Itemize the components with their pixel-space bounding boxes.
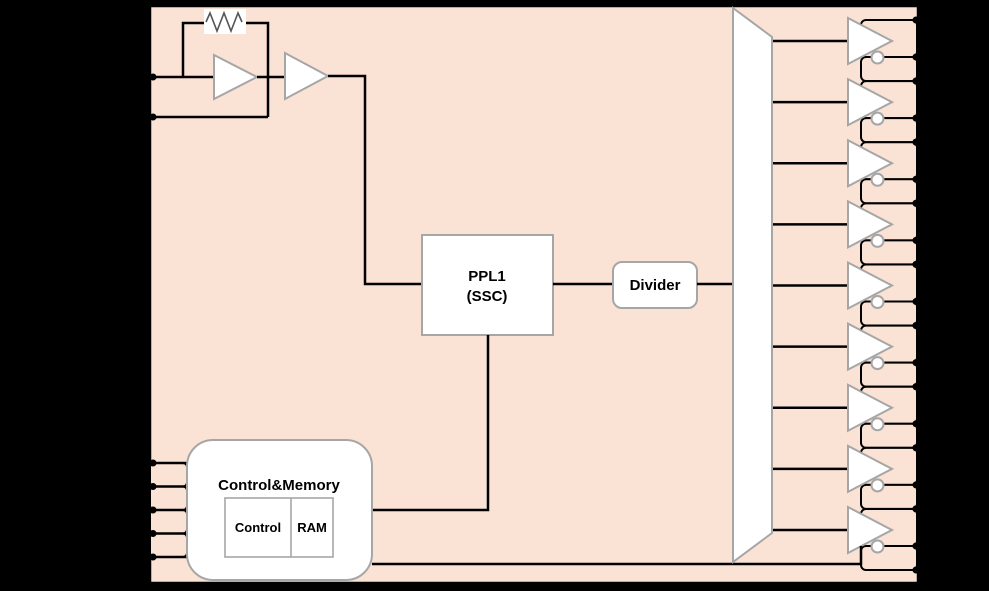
pin-connection-dot — [912, 444, 920, 452]
inverted-output-bubble-icon — [870, 50, 885, 65]
pin-connection-dot — [149, 73, 157, 81]
pll-block: PPL1 (SSC) — [421, 234, 554, 336]
inverted-output-bubble-icon — [870, 478, 885, 493]
output-buffer — [772, 383, 920, 452]
pin-connection-dot — [912, 261, 920, 268]
pin-connection-dot — [912, 322, 920, 330]
output-buffer — [772, 505, 920, 574]
output-pin-box — [860, 422, 918, 449]
pin-connection-dot — [912, 383, 920, 391]
output-pin-box — [860, 300, 918, 327]
output-buffer — [772, 199, 920, 268]
clock-distribution-trapezoid-icon — [732, 6, 773, 564]
input-pin-box — [149, 532, 188, 558]
control-memory-block: Control&Memory Control RAM — [186, 439, 373, 581]
control-to-output-wire — [372, 546, 863, 566]
pin-connection-dot — [149, 530, 157, 537]
divider-label: Divider — [630, 277, 681, 294]
inverted-output-bubble-icon — [870, 111, 885, 126]
pll-box — [421, 234, 554, 336]
pin-connection-dot — [912, 114, 920, 122]
pin-connection-dot — [912, 298, 920, 305]
inverting-buffer-icon — [847, 16, 895, 66]
input-buffer-icon — [284, 51, 331, 101]
control-ram-box — [224, 497, 334, 558]
inverted-output-bubble-icon — [870, 295, 885, 309]
inverting-buffer-icon — [847, 260, 895, 311]
pin-connection-dot — [912, 481, 920, 489]
output-pin-box — [860, 117, 918, 144]
inverted-output-bubble-icon — [870, 233, 885, 248]
output-buffer — [772, 138, 920, 207]
output-pin-box — [860, 239, 918, 266]
inverting-buffer-icon — [847, 505, 895, 555]
inverting-buffer-icon — [847, 199, 895, 250]
pin-connection-dot — [149, 553, 157, 561]
pin-connection-dot — [912, 236, 920, 244]
resistor-zigzag-icon — [205, 10, 243, 34]
pin-connection-dot — [912, 420, 920, 428]
inverting-buffer-icon — [847, 138, 895, 188]
pin-connection-dot — [912, 175, 920, 183]
output-pin-box — [860, 361, 918, 388]
ram-cell-label: RAM — [297, 520, 327, 535]
output-buffer-array — [772, 16, 920, 574]
inverted-output-bubble-icon — [870, 356, 885, 371]
inverting-buffer-icon — [847, 444, 895, 494]
output-pin-box — [860, 545, 918, 571]
pin-connection-dot — [912, 359, 920, 367]
pin-connection-dot — [912, 566, 920, 574]
input-pin-box — [149, 509, 188, 535]
output-buffer — [772, 260, 920, 329]
output-buffer — [772, 16, 920, 85]
pll-label-line1: PPL1 — [468, 268, 506, 285]
output-pin-box — [860, 56, 918, 82]
output-pin-box — [860, 178, 918, 205]
inverted-output-bubble-icon — [870, 172, 885, 187]
inverted-output-bubble-icon — [870, 417, 885, 432]
pll-label-line2: (SSC) — [467, 288, 508, 305]
control-pin-array — [149, 459, 188, 561]
inverting-buffer-icon — [847, 321, 895, 372]
inverting-buffer-icon — [847, 383, 895, 433]
input-pin-box — [149, 462, 188, 488]
divider-block: Divider — [612, 261, 698, 309]
resistor-backing — [204, 9, 246, 34]
oscillator-section — [149, 9, 422, 286]
control-memory-title: Control&Memory — [218, 477, 340, 494]
pin-connection-dot — [912, 542, 920, 550]
pin-connection-dot — [912, 199, 920, 207]
ref-clock-wire — [328, 74, 422, 286]
inverted-output-bubble-icon — [870, 539, 885, 554]
output-buffer — [772, 77, 920, 146]
pin-connection-dot — [912, 505, 920, 513]
pin-connection-dot — [149, 483, 157, 490]
oscillator-inverter-icon — [213, 53, 260, 101]
pll-control-wire — [372, 335, 490, 512]
pin-connection-dot — [912, 138, 920, 146]
pin-connection-dot — [912, 16, 920, 24]
pin-connection-dot — [912, 77, 920, 85]
pin-connection-dot — [149, 506, 157, 514]
inverting-buffer-icon — [847, 77, 895, 127]
output-pin-box — [860, 483, 918, 510]
pin-connection-dot — [912, 53, 920, 61]
pin-connection-dot — [149, 459, 157, 467]
control-cell-label: Control — [235, 520, 281, 535]
pin-connection-dot — [149, 113, 157, 121]
output-buffer — [772, 444, 920, 513]
input-pin-box — [149, 485, 188, 511]
